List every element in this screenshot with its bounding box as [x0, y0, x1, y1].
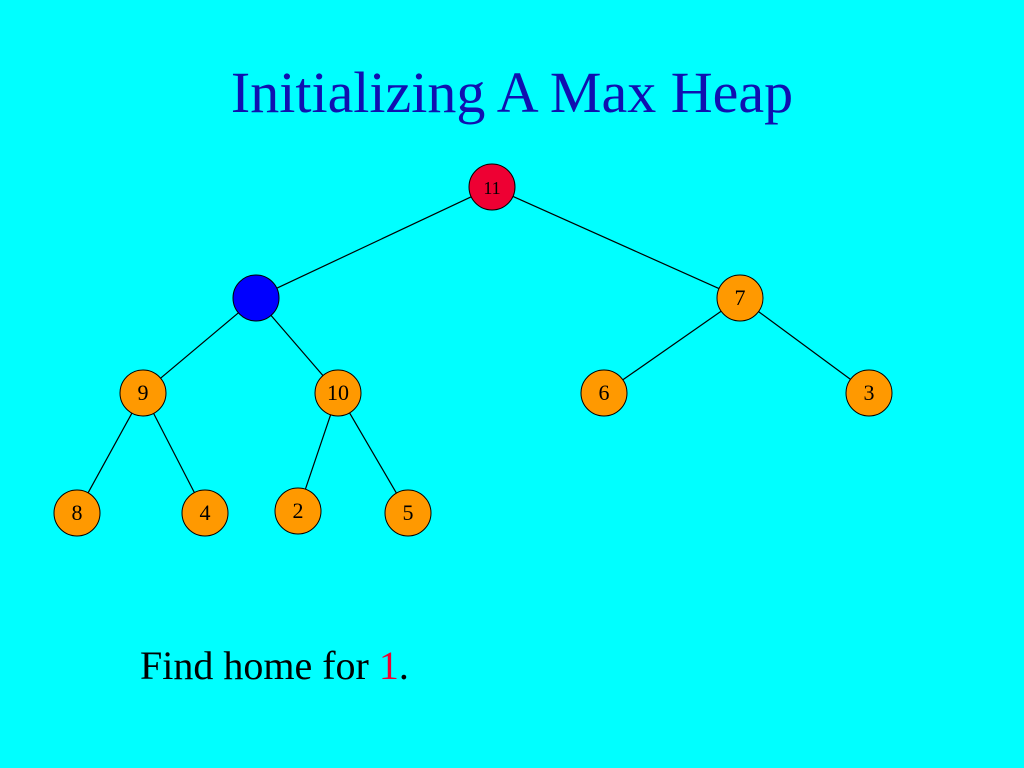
heap-node-label: 9: [138, 380, 149, 405]
heap-node: 4: [181, 489, 229, 537]
heap-node-label: 2: [293, 498, 304, 523]
heap-node-circle: [845, 369, 893, 417]
heap-node: 3: [845, 369, 893, 417]
heap-edges: [87, 195, 851, 494]
heap-node-circle: [314, 369, 362, 417]
heap-node-circle: [580, 369, 628, 417]
heap-node: 10: [314, 369, 362, 417]
heap-node-circle: [181, 489, 229, 537]
caption-text: Find home for: [140, 643, 379, 688]
heap-node-circle: [468, 163, 516, 211]
heap-node-label: 7: [735, 285, 746, 310]
heap-node: 7: [716, 274, 764, 322]
heap-node: 2: [274, 487, 322, 535]
heap-node-label: 8: [72, 500, 83, 525]
heap-node-circle: [384, 489, 432, 537]
heap-node-label: 3: [864, 380, 875, 405]
heap-edge: [160, 312, 239, 379]
heap-node: 11: [468, 163, 516, 211]
heap-nodes: 11 7 9 10 6 3 8 4 2 5: [53, 163, 893, 537]
heap-node: 9: [119, 369, 167, 417]
heap-edge: [153, 413, 195, 493]
heap-node-label: 5: [403, 500, 414, 525]
heap-edge: [758, 311, 851, 380]
heap-node-circle: [119, 369, 167, 417]
heap-node-label: 10: [327, 380, 349, 405]
heap-node: 5: [384, 489, 432, 537]
heap-node: 8: [53, 489, 101, 537]
heap-edge: [276, 196, 472, 289]
heap-node: 6: [580, 369, 628, 417]
heap-node-circle: [716, 274, 764, 322]
caption-suffix: .: [398, 643, 409, 688]
caption: Find home for 1.: [140, 640, 409, 692]
heap-node-label: 6: [599, 380, 610, 405]
caption-highlight: 1: [378, 643, 399, 688]
heap-edge: [304, 414, 332, 490]
heap-node-label: 11: [483, 178, 500, 198]
slide-title: Initializing A Max Heap: [230, 60, 794, 125]
heap-node-empty: [232, 274, 280, 322]
heap-edge: [87, 412, 133, 494]
heap-node-label: 4: [200, 500, 211, 525]
heap-node-circle: [274, 487, 322, 535]
heap-node-circle: [232, 274, 280, 322]
heap-edge: [512, 195, 720, 290]
heap-edge: [270, 315, 324, 376]
heap-edge: [622, 310, 722, 381]
heap-edge: [349, 412, 397, 494]
heap-node-circle: [53, 489, 101, 537]
